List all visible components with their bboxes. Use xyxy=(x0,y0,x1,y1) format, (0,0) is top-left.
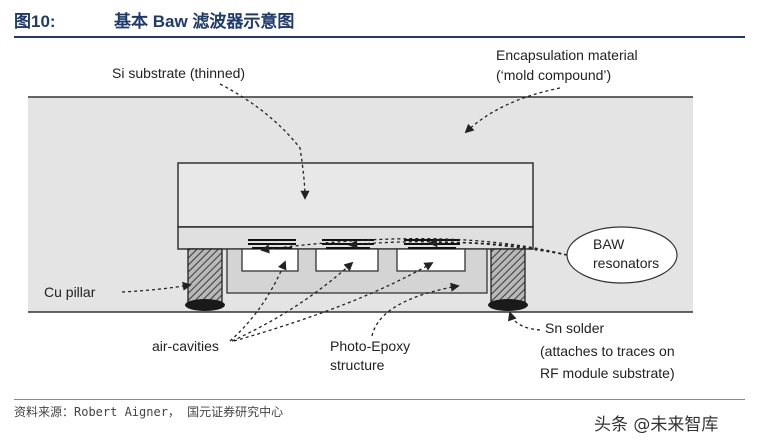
leader-si-substrate xyxy=(219,83,310,200)
label-si-substrate: Si substrate (thinned) xyxy=(112,65,245,81)
label-encapsulation-line2: (‘mold compound’) xyxy=(496,67,611,83)
label-photo-epoxy-line1: Photo-Epoxy xyxy=(330,338,410,354)
label-photo-epoxy-line2: structure xyxy=(330,357,385,373)
figure-title: 图10: 基本 Baw 滤波器示意图 xyxy=(14,8,294,36)
leader-air-2 xyxy=(231,261,354,342)
footer-rule xyxy=(14,399,745,400)
label-cu-pillar: Cu pillar xyxy=(44,284,96,300)
figure-caption: 基本 Baw 滤波器示意图 xyxy=(114,12,295,31)
leader-air-3 xyxy=(233,262,434,342)
leader-sn-solder xyxy=(507,311,541,331)
label-sn-line2: (attaches to traces on xyxy=(540,343,675,359)
si-substrate-block xyxy=(177,162,534,228)
leader-cu-pillar xyxy=(121,281,192,293)
sn-solder-right xyxy=(488,299,528,311)
substrate-underside xyxy=(177,226,534,250)
label-baw-line2: resonators xyxy=(593,255,659,271)
source-note: 资料来源：Robert Aigner， 国元证券研究中心 xyxy=(14,405,284,419)
leader-air-1 xyxy=(229,260,287,342)
air-cavity-right xyxy=(396,248,466,272)
leader-photo-epoxy xyxy=(371,282,460,337)
label-sn-line3: RF module substrate) xyxy=(540,365,675,381)
label-encapsulation-line1: Encapsulation material xyxy=(496,47,638,63)
label-sn-line1: Sn solder xyxy=(545,320,604,336)
figure-number: 图10: xyxy=(14,12,56,31)
cu-pillar-left xyxy=(187,248,223,303)
air-cavity-left xyxy=(241,248,299,272)
air-cavity-middle xyxy=(315,248,379,272)
title-rule xyxy=(14,36,745,38)
leader-baw-3 xyxy=(428,238,568,256)
baw-resonator-left xyxy=(248,239,296,249)
watermark: 头条 @未来智库 xyxy=(594,415,719,435)
sn-solder-left xyxy=(185,299,225,311)
label-baw-line1: BAW xyxy=(593,236,625,252)
cu-pillar-right xyxy=(490,248,526,303)
leader-encapsulation xyxy=(464,87,561,134)
leader-baw-1 xyxy=(260,237,568,256)
label-air-cavities: air-cavities xyxy=(152,338,219,354)
baw-resonator-middle xyxy=(322,239,374,249)
